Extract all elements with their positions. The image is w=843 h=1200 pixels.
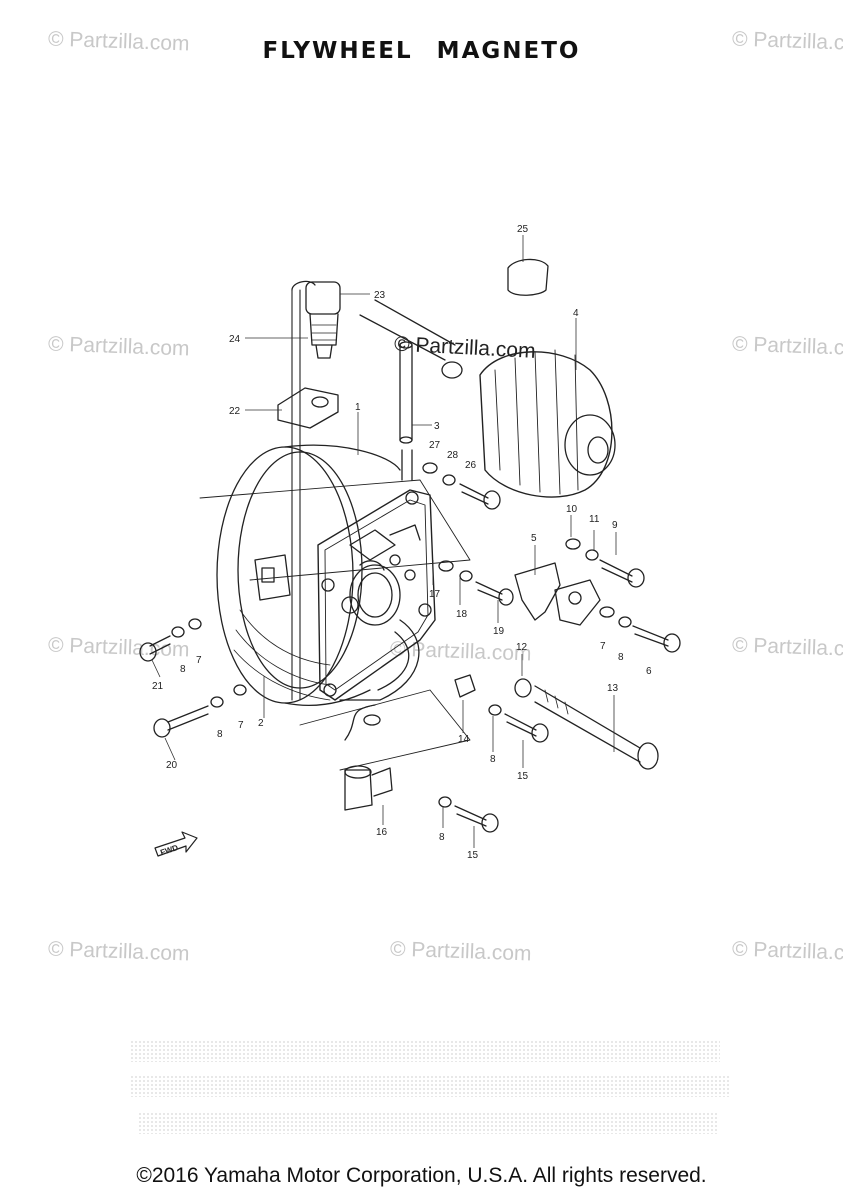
copyright-notice: ©2016 Yamaha Motor Corporation, U.S.A. A… <box>136 1164 707 1187</box>
callout-6: 6 <box>646 666 652 677</box>
callout-28: 28 <box>447 450 459 461</box>
callout-9: 9 <box>612 520 618 531</box>
callout-15: 15 <box>467 850 479 861</box>
callout-10: 10 <box>566 504 578 515</box>
callout-25: 25 <box>517 224 529 235</box>
callout-8: 8 <box>439 832 445 843</box>
callout-23: 23 <box>374 290 386 301</box>
callout-14: 14 <box>458 734 470 745</box>
callout-2: 2 <box>258 718 264 729</box>
fwd-arrow-icon <box>154 831 198 857</box>
callout-3: 3 <box>434 421 440 432</box>
callout-5: 5 <box>531 533 537 544</box>
scan-noise <box>130 1075 730 1097</box>
callout-19: 19 <box>493 626 505 637</box>
callout-7: 7 <box>600 641 606 652</box>
callout-12: 12 <box>516 642 528 653</box>
callout-8: 8 <box>217 729 223 740</box>
callout-24: 24 <box>229 334 241 345</box>
callout-8: 8 <box>180 664 186 675</box>
callout-11: 11 <box>589 514 600 525</box>
callout-8: 8 <box>490 754 496 765</box>
callout-17: 17 <box>429 589 441 600</box>
callout-26: 26 <box>465 460 477 471</box>
callout-4: 4 <box>573 308 579 319</box>
scan-noise <box>138 1112 718 1134</box>
callout-15: 15 <box>517 771 529 782</box>
callout-21: 21 <box>152 681 164 692</box>
callout-20: 20 <box>166 760 178 771</box>
callout-27: 27 <box>429 440 441 451</box>
callout-1: 1 <box>355 402 361 413</box>
scan-noise <box>130 1040 720 1062</box>
callout-13: 13 <box>607 683 619 694</box>
callout-18: 18 <box>456 609 468 620</box>
center-watermark: © Partzilla.com <box>394 333 537 363</box>
callout-22: 22 <box>229 406 241 417</box>
callout-16: 16 <box>376 827 388 838</box>
callout-8: 8 <box>618 652 624 663</box>
callout-7: 7 <box>238 720 244 731</box>
page-title: FLYWHEEL MAGNETO <box>262 38 581 64</box>
callout-7: 7 <box>196 655 202 666</box>
